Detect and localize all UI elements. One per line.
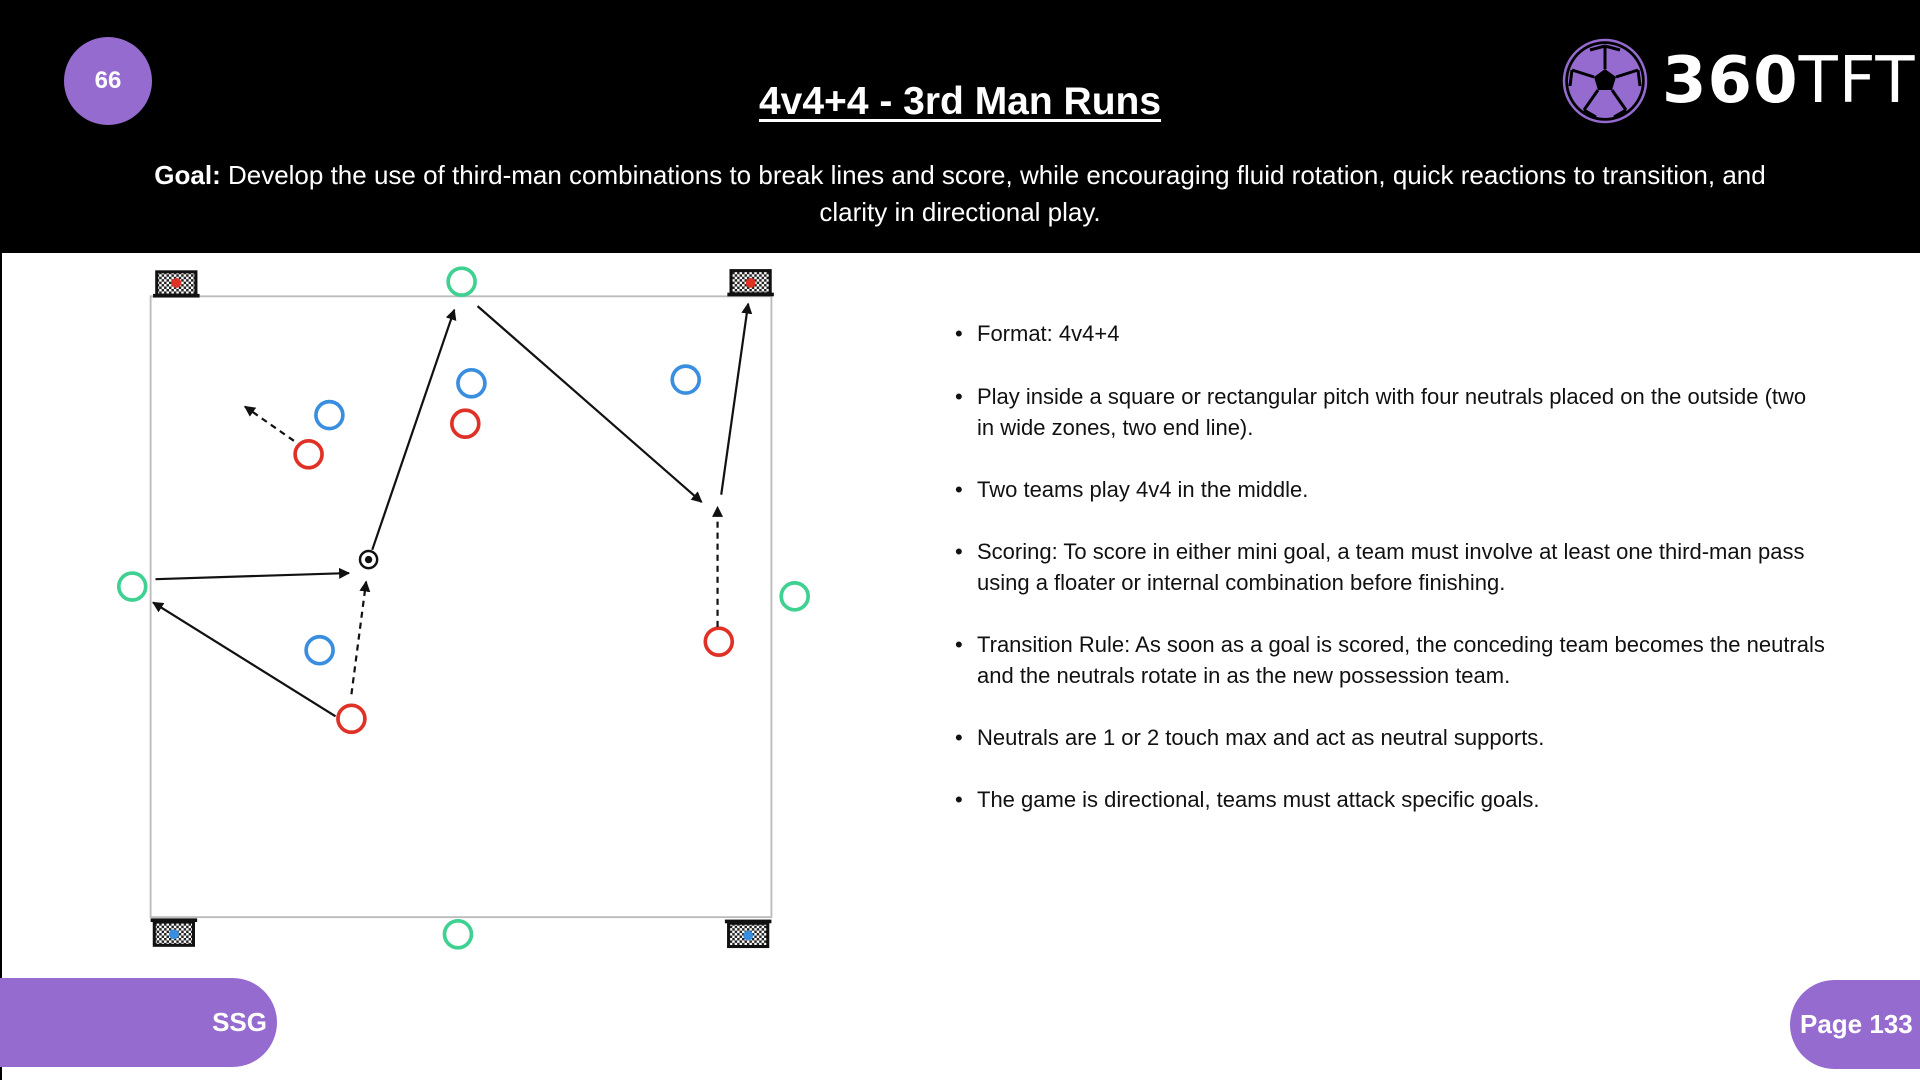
rule-item: Scoring: To score in either mini goal, a… (955, 536, 1827, 598)
neutral-player (442, 918, 474, 950)
session-number-badge: 66 (64, 37, 152, 125)
red-player (450, 408, 481, 439)
run-arrow (243, 405, 295, 442)
mini-goal-bottom-right (724, 919, 772, 949)
red-player (293, 438, 324, 470)
category-tag: SSG (0, 978, 277, 1067)
mini-goal-top-right (727, 269, 774, 297)
ball-icon (358, 549, 379, 570)
red-player (336, 703, 367, 735)
rule-item: Neutrals are 1 or 2 touch max and act as… (955, 722, 1827, 753)
logo-wordmark: 360TFT (1662, 44, 1916, 118)
blue-player (670, 364, 702, 395)
rule-item: Format: 4v4+4 (955, 318, 1827, 349)
mini-goal-top-left (153, 270, 200, 298)
goal-text: Develop the use of third-man combination… (220, 160, 1766, 227)
soccer-ball-logo-icon (1562, 38, 1648, 124)
rule-item: Two teams play 4v4 in the middle. (955, 474, 1827, 505)
brand-logo: 360TFT (1562, 38, 1915, 124)
left-border (0, 253, 2, 1080)
pass-arrow (476, 305, 703, 503)
red-player (703, 626, 735, 657)
page-title: 4v4+4 - 3rd Man Runs (758, 80, 1162, 123)
pass-arrow (720, 302, 753, 495)
blue-player (304, 634, 335, 666)
rule-item: Transition Rule: As soon as a goal is sc… (955, 629, 1827, 691)
header-bar (0, 0, 1920, 253)
pass-arrow (155, 567, 351, 581)
blue-player (314, 399, 345, 431)
pass-arrow (152, 601, 337, 718)
run-arrow (350, 580, 371, 695)
pass-arrow (371, 308, 457, 551)
goal-label: Goal: (154, 160, 221, 190)
blue-player (456, 367, 487, 399)
mini-goal-bottom-left (150, 918, 198, 947)
rule-item: The game is directional, teams must atta… (955, 784, 1827, 815)
neutral-player (779, 581, 811, 612)
neutral-player (446, 266, 477, 297)
rule-item: Play inside a square or rectangular pitc… (955, 381, 1827, 443)
goal-description: Goal: Develop the use of third-man combi… (120, 157, 1800, 231)
neutral-player (116, 571, 148, 602)
page-number: Page 133 (1790, 980, 1920, 1069)
